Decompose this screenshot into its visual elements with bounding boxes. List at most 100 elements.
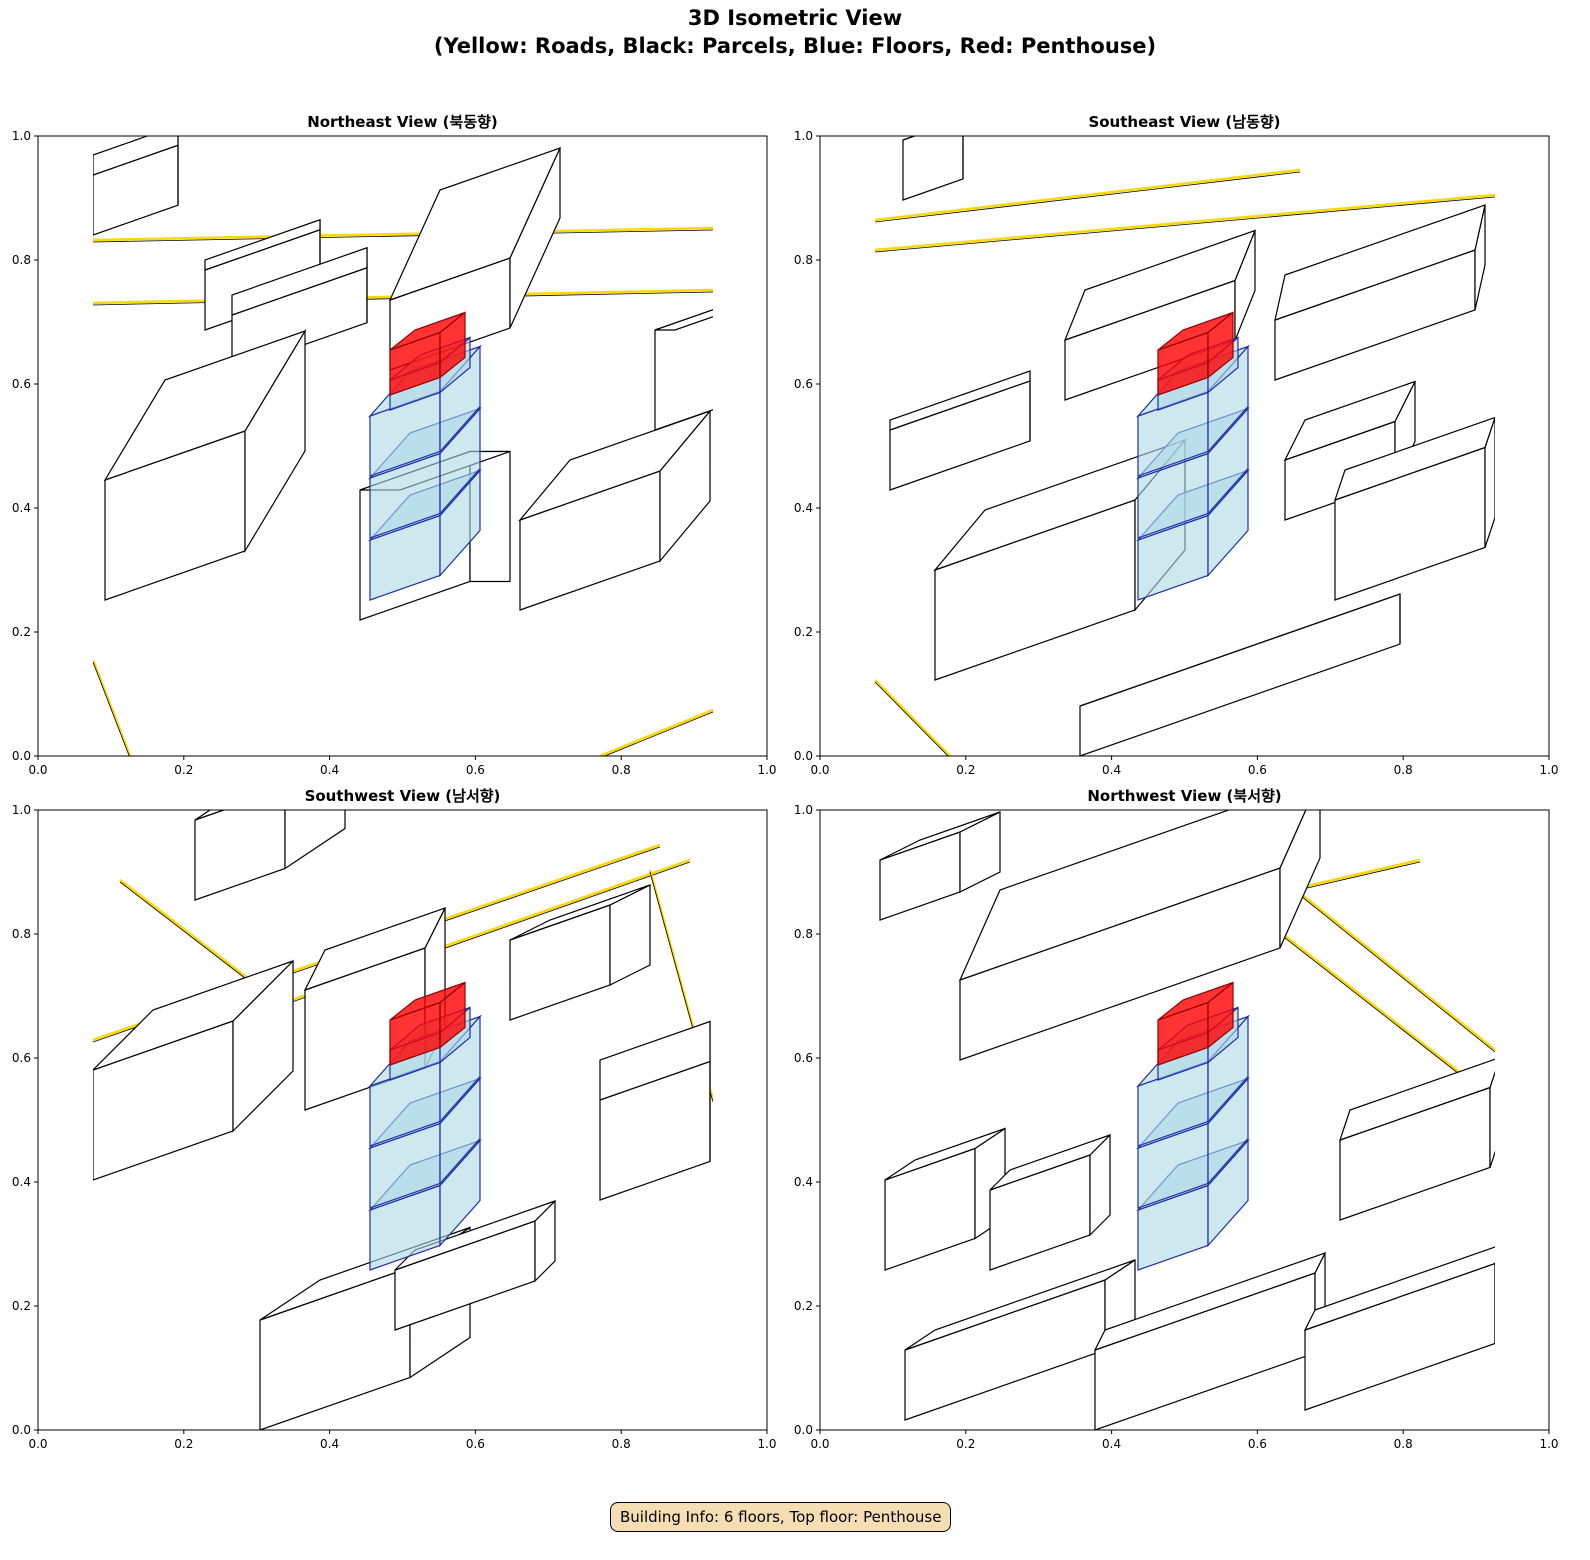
box-top	[989, 1134, 1111, 1191]
target-building	[368, 981, 482, 1271]
parcel-building	[93, 959, 294, 1181]
box-top	[884, 1127, 1006, 1181]
panel-title: Southwest View (남서향)	[305, 787, 501, 805]
y-tick-label: 0.0	[12, 1423, 31, 1437]
x-tick-label: 0.4	[1102, 763, 1121, 777]
box-top	[204, 218, 321, 271]
target-building	[1136, 981, 1250, 1271]
road-line	[119, 879, 251, 981]
road-line	[93, 226, 713, 242]
box-top	[1063, 229, 1257, 342]
x-tick-label: 0.8	[1394, 763, 1413, 777]
road-line	[599, 708, 713, 756]
y-tick-label: 0.8	[794, 927, 813, 941]
parcel-building	[654, 309, 713, 431]
road-line	[93, 659, 132, 756]
parcel-building	[989, 1133, 1111, 1271]
panel-title: Northwest View (북서향)	[1087, 787, 1281, 805]
x-tick-label: 0.2	[174, 1437, 193, 1451]
y-tick-label: 0.2	[12, 625, 31, 639]
road-line	[1289, 858, 1421, 892]
y-tick-label: 1.0	[794, 129, 813, 143]
x-tick-label: 0.8	[1394, 1437, 1413, 1451]
box-side	[1279, 810, 1321, 949]
box-top	[303, 906, 447, 992]
panel-southeast: Southeast View (남동향)0.00.00.20.20.40.40.…	[794, 113, 1559, 777]
box-top	[388, 146, 562, 302]
axes-frame	[819, 135, 1550, 757]
parcel-building	[93, 136, 179, 236]
box-top	[103, 329, 307, 482]
y-tick-label: 0.6	[794, 377, 813, 391]
y-tick-label: 0.6	[12, 377, 31, 391]
road-edge	[875, 681, 949, 756]
parcel-building	[879, 811, 1001, 921]
road-edge	[875, 171, 1301, 223]
box-top	[1274, 204, 1486, 321]
box-top	[509, 884, 651, 941]
x-tick-label: 0.2	[174, 763, 193, 777]
parcel-building	[394, 1199, 556, 1331]
y-tick-label: 0.4	[794, 1175, 813, 1189]
y-tick-label: 0.0	[794, 1423, 813, 1437]
y-tick-label: 0.6	[12, 1051, 31, 1065]
parcel-building	[1334, 416, 1495, 601]
x-tick-label: 0.2	[956, 763, 975, 777]
scene	[879, 810, 1495, 1430]
y-tick-label: 1.0	[794, 803, 813, 817]
y-tick-label: 0.4	[794, 501, 813, 515]
road-line	[875, 679, 951, 756]
box-top	[889, 370, 1031, 431]
box-top	[958, 810, 1307, 982]
building-info-box: Building Info: 6 floors, Top floor: Pent…	[610, 1502, 952, 1532]
box-front	[1304, 1262, 1495, 1411]
penthouse-box	[1157, 981, 1234, 1066]
box-top	[93, 960, 294, 1071]
box-front	[654, 309, 713, 431]
y-tick-label: 0.2	[794, 1299, 813, 1313]
axes-frame	[819, 809, 1550, 1431]
panel-southwest: Southwest View (남서향)0.00.00.20.20.40.40.…	[12, 787, 777, 1451]
road-line	[875, 168, 1301, 222]
panel-northeast: Northeast View (북동향)0.00.00.20.20.40.40.…	[12, 113, 777, 777]
y-tick-label: 0.8	[12, 927, 31, 941]
y-tick-label: 0.0	[12, 749, 31, 763]
parcel-building	[509, 884, 651, 1021]
y-tick-label: 0.2	[794, 625, 813, 639]
x-tick-label: 1.0	[1539, 763, 1558, 777]
panel-title: Southeast View (남동향)	[1088, 113, 1280, 131]
y-tick-label: 0.4	[12, 1175, 31, 1189]
x-tick-label: 0.0	[810, 763, 829, 777]
box-side	[284, 810, 346, 870]
road-edge	[119, 881, 251, 983]
box-top	[93, 136, 179, 176]
parcel-building	[599, 1020, 711, 1201]
x-tick-label: 0.0	[28, 763, 47, 777]
penthouse-box	[1157, 311, 1234, 396]
parcel-building	[1093, 1251, 1327, 1430]
box-top	[1079, 593, 1401, 707]
box-top	[1303, 1246, 1495, 1332]
box-top	[1093, 1251, 1327, 1352]
x-tick-label: 0.6	[1248, 763, 1267, 777]
parcel-building	[1063, 229, 1257, 401]
road-edge	[603, 711, 713, 756]
y-tick-label: 0.6	[794, 1051, 813, 1065]
parcel-building	[1339, 1058, 1495, 1221]
box-top	[1157, 311, 1234, 351]
box-top	[904, 1259, 1136, 1351]
x-tick-label: 0.4	[320, 1437, 339, 1451]
box-side	[1489, 1070, 1495, 1168]
box-top	[389, 981, 466, 1021]
parcel-building	[902, 136, 964, 201]
axes-frame	[37, 135, 768, 757]
y-tick-label: 0.2	[12, 1299, 31, 1313]
x-tick-label: 1.0	[1539, 1437, 1558, 1451]
x-tick-label: 0.2	[956, 1437, 975, 1451]
x-tick-label: 0.6	[466, 763, 485, 777]
x-tick-label: 0.8	[612, 763, 631, 777]
x-tick-label: 0.4	[1102, 1437, 1121, 1451]
y-tick-label: 1.0	[12, 129, 31, 143]
